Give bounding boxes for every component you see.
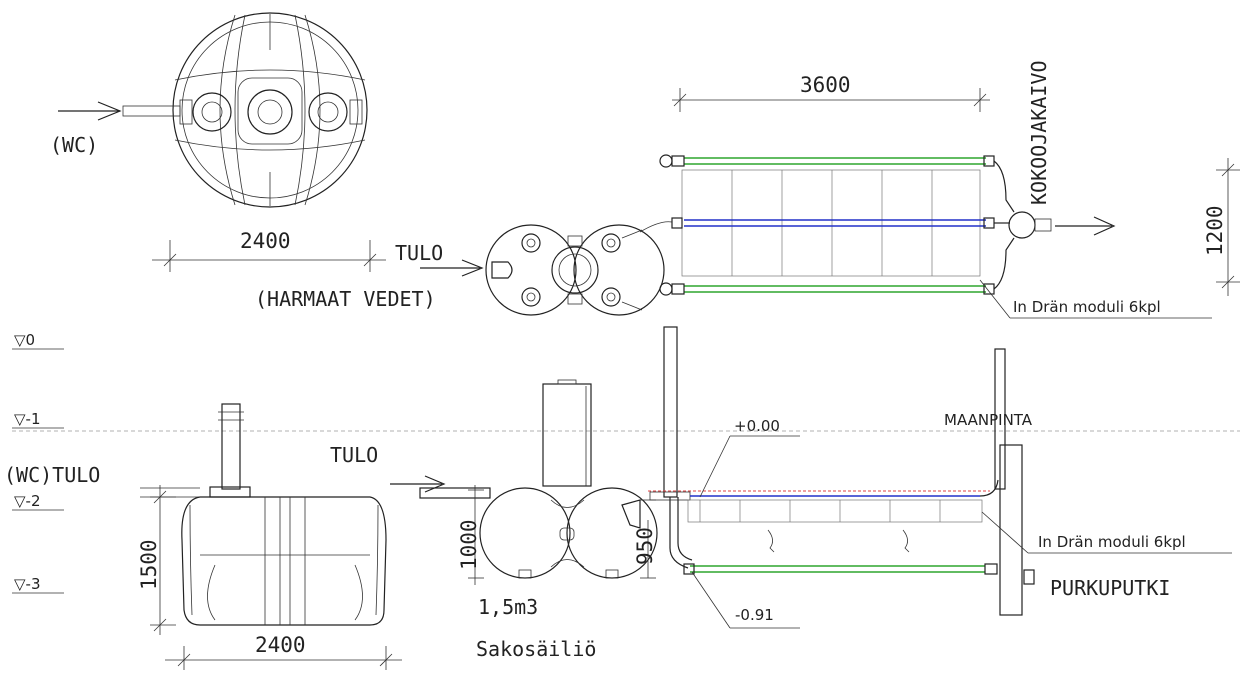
dim-3600 bbox=[672, 88, 990, 112]
dim-2400-bottom bbox=[165, 646, 402, 670]
elev-bottom-label: -0.91 bbox=[735, 606, 774, 624]
greywater-tank-plan bbox=[485, 221, 673, 316]
elev-top-label: +0.00 bbox=[734, 417, 780, 435]
volume-label: 1,5m3 bbox=[478, 595, 538, 619]
greywater-tank-section bbox=[419, 379, 658, 579]
level-2: ▽-2 bbox=[14, 492, 41, 510]
module-label-bottom: In Drän moduli 6kpl bbox=[1038, 533, 1186, 551]
level-1: ▽-1 bbox=[14, 410, 41, 428]
module-field-section bbox=[640, 326, 1232, 629]
dim-950-label: 950 bbox=[633, 527, 657, 565]
wc-label: (WC) bbox=[50, 133, 98, 157]
dim-1000 bbox=[468, 485, 484, 585]
ground-label: MAANPINTA bbox=[944, 411, 1033, 429]
dim-2400-bottom-label: 2400 bbox=[255, 633, 306, 657]
inlet-label-bottom: TULO bbox=[330, 443, 378, 467]
level-3: ▽-3 bbox=[14, 575, 41, 593]
greywater-label: (HARMAAT VEDET) bbox=[255, 287, 436, 311]
dim-2400-top bbox=[152, 240, 386, 272]
wc-inlet-label: (WC)TULO bbox=[4, 463, 100, 487]
outlet-label: PURKUPUTKI bbox=[1050, 576, 1170, 600]
level-0: ▽0 bbox=[14, 331, 35, 349]
tank-name-label: Sakosäiliö bbox=[476, 637, 596, 661]
module-field-plan bbox=[659, 154, 1212, 319]
dim-3600-label: 3600 bbox=[800, 73, 851, 97]
module-label-top: In Drän moduli 6kpl bbox=[1013, 298, 1161, 316]
dim-1000-label: 1000 bbox=[457, 519, 481, 570]
dim-1500-label: 1500 bbox=[137, 539, 161, 590]
inlet-label-top: TULO bbox=[395, 241, 443, 265]
dim-2400-top-label: 2400 bbox=[240, 229, 291, 253]
collection-well-label: KOKOOJAKAIVO bbox=[1027, 61, 1051, 206]
dim-1200 bbox=[1216, 158, 1240, 296]
dim-1200-label: 1200 bbox=[1203, 205, 1227, 256]
wc-tank-section bbox=[140, 403, 387, 626]
wc-tank-plan bbox=[58, 12, 368, 208]
dim-1500 bbox=[150, 485, 176, 635]
